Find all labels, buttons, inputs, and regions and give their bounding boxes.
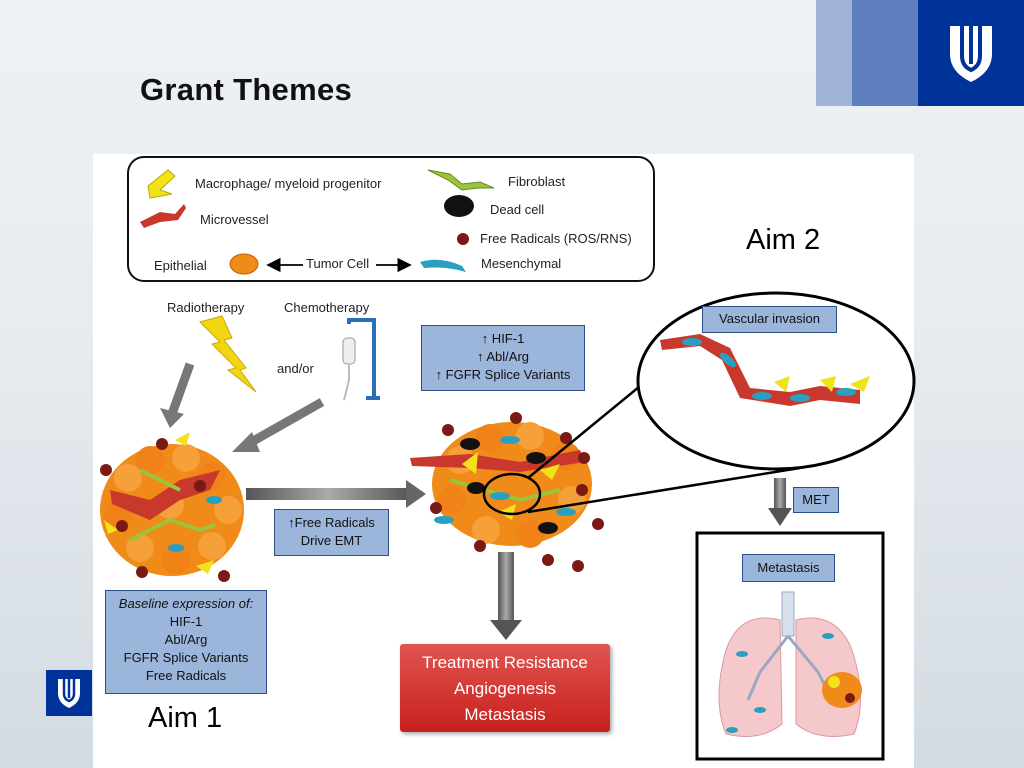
- outcome-line: Angiogenesis: [453, 679, 557, 698]
- upregulated-box: ↑ HIF-1 ↑ Abl/Arg ↑ FGFR Splice Variants: [421, 325, 585, 391]
- baseline-box: Baseline expression of: HIF-1 Abl/Arg FG…: [105, 590, 267, 694]
- upregulated-item: ↑ FGFR Splice Variants: [435, 367, 571, 382]
- zoom-circle-small: [482, 472, 542, 516]
- aim2-label: Aim 2: [746, 224, 821, 256]
- arrow-chemo-to-aim1: [232, 398, 325, 452]
- radiotherapy-label: Radiotherapy: [167, 300, 245, 315]
- met-box: MET: [793, 487, 839, 513]
- legend-box: [127, 156, 655, 282]
- dead-cell-icon: [444, 195, 474, 217]
- tumor-cluster-aim1: [100, 432, 244, 582]
- lungs-graphic: [718, 591, 862, 737]
- legend-label-mesenchymal: Mesenchymal: [481, 256, 562, 271]
- iv-drip-icon: [342, 318, 380, 401]
- and-or-label: and/or: [277, 361, 314, 376]
- shield-small-icon: [58, 679, 80, 708]
- aim1-label: Aim 1: [148, 702, 223, 734]
- tumor-cluster-center: [410, 412, 604, 572]
- arrow-aim1-to-tumor: [246, 480, 426, 508]
- shield-logo-icon: [950, 26, 992, 82]
- free-radical-icon: [457, 233, 469, 245]
- baseline-item: HIF-1: [169, 614, 203, 629]
- shield-logo-small: [46, 670, 92, 716]
- free-radicals-emt-box: ↑Free Radicals Drive EMT: [274, 509, 389, 556]
- header-band-light: [816, 0, 852, 106]
- slide-title: Grant Themes: [140, 72, 353, 107]
- emt-line: ↑Free Radicals: [288, 515, 375, 530]
- legend-label-free-radicals: Free Radicals (ROS/RNS): [480, 231, 632, 246]
- vessel-invasion-graphic: [660, 334, 870, 406]
- outcome-line: Treatment Resistance: [422, 653, 588, 672]
- lightning-bolt-icon: [199, 315, 257, 393]
- legend-label-macrophage: Macrophage/ myeloid progenitor: [195, 176, 382, 191]
- fibroblast-icon: [427, 169, 495, 191]
- zoom-line-bottom: [527, 466, 801, 514]
- vascular-invasion-box: Vascular invasion: [702, 306, 837, 333]
- microvessel-icon: [140, 204, 186, 228]
- baseline-title: Baseline expression of:: [118, 596, 254, 611]
- legend-label-microvessel: Microvessel: [200, 212, 269, 227]
- epithelial-cell-icon: [229, 253, 259, 275]
- baseline-item: FGFR Splice Variants: [123, 650, 249, 665]
- header-band-dark: [918, 0, 1024, 106]
- outcome-box: Treatment Resistance Angiogenesis Metast…: [400, 644, 610, 732]
- macrophage-icon: [147, 169, 176, 199]
- upregulated-item: ↑ HIF-1: [481, 331, 525, 346]
- arrow-tumor-to-outcome: [490, 552, 522, 640]
- upregulated-item: ↑ Abl/Arg: [476, 349, 530, 364]
- legend-label-epithelial: Epithelial: [154, 258, 207, 273]
- emt-line: Drive EMT: [300, 533, 363, 548]
- legend-label-fibroblast: Fibroblast: [508, 174, 566, 189]
- baseline-item: Free Radicals: [145, 668, 227, 683]
- arrow-met-down: [768, 478, 792, 526]
- chemotherapy-label: Chemotherapy: [284, 300, 370, 315]
- zoom-circle-large: [636, 291, 916, 471]
- arrow-radiotherapy-to-aim1: [160, 362, 195, 428]
- baseline-item: Abl/Arg: [164, 632, 208, 647]
- legend-label-dead-cell: Dead cell: [490, 202, 545, 217]
- header-band-mid: [852, 0, 918, 106]
- outcome-line: Metastasis: [464, 705, 546, 724]
- legend-label-tumor-cell: Tumor Cell: [306, 256, 370, 271]
- mesenchymal-icon: [420, 259, 466, 272]
- metastasis-box: Metastasis: [742, 554, 835, 582]
